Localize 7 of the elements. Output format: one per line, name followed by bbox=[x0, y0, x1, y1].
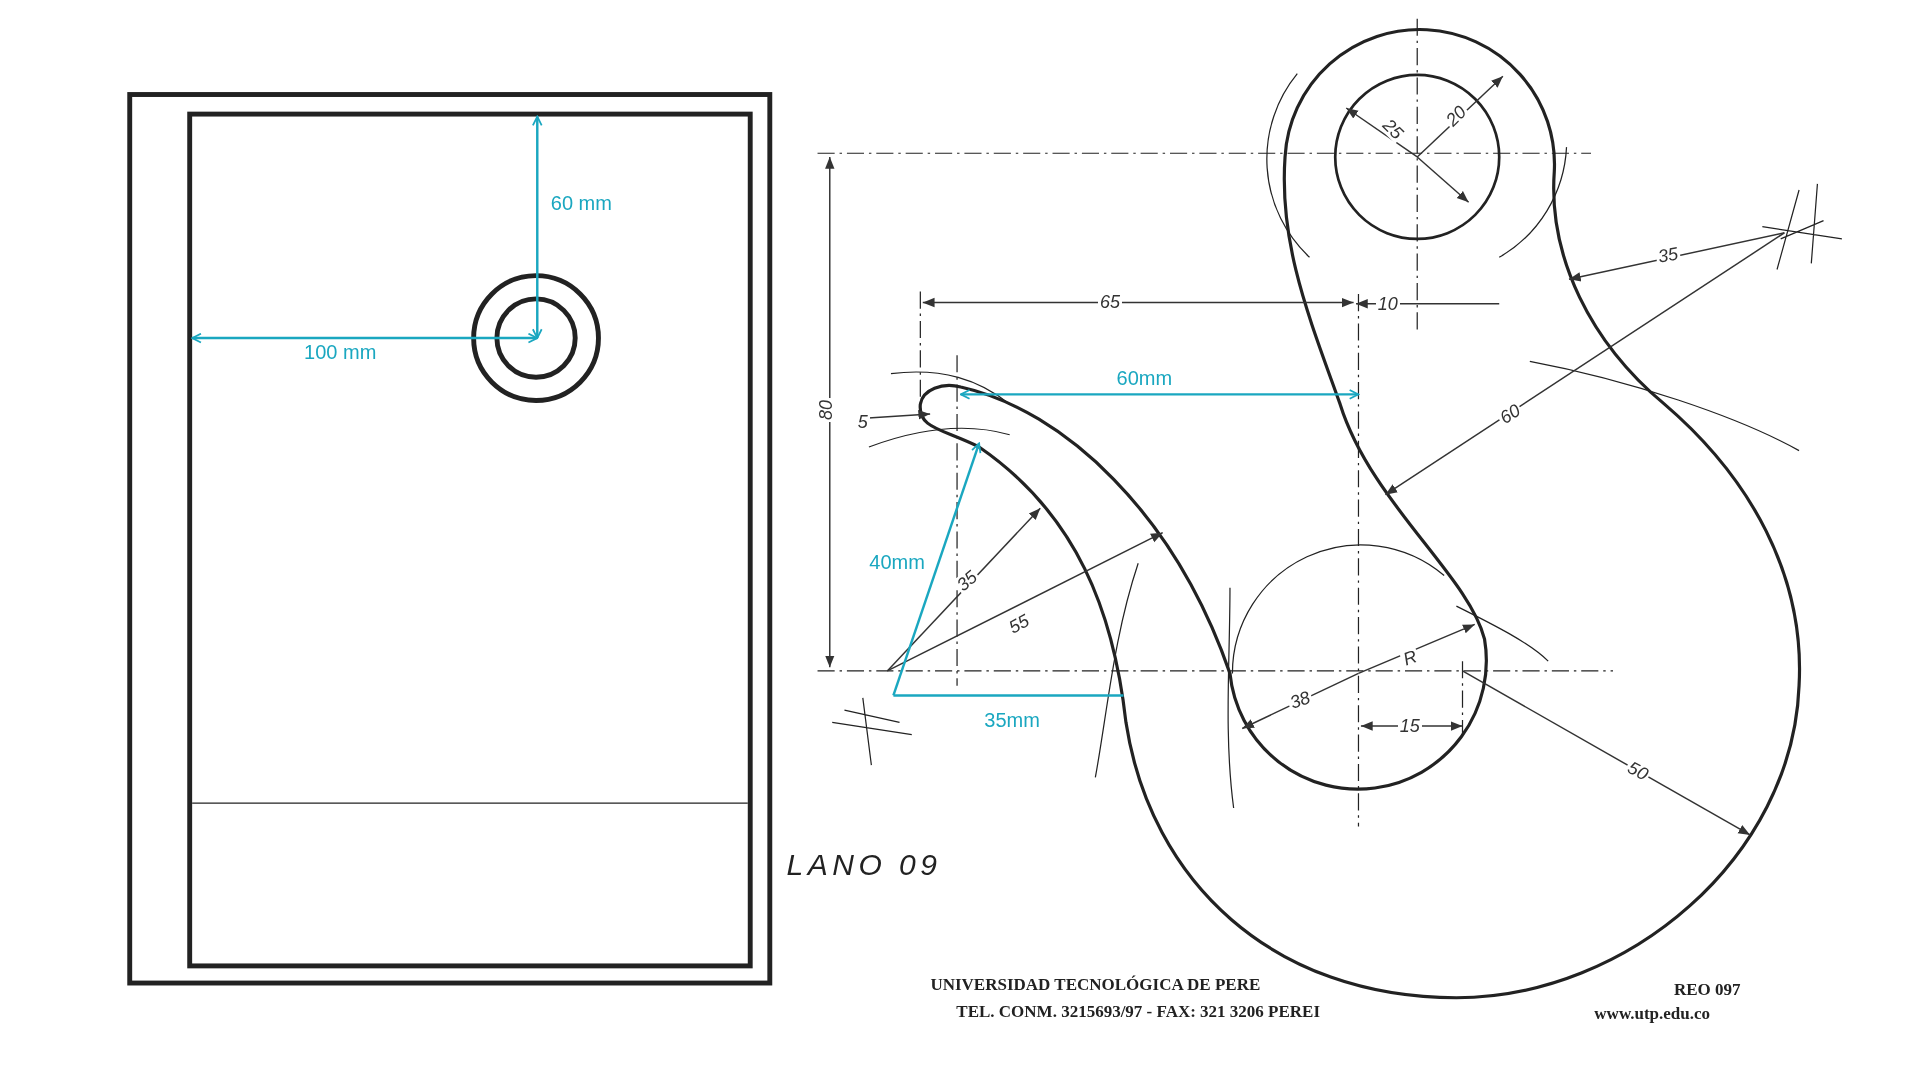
dimension-label: 15 bbox=[1397, 716, 1422, 735]
footer-text: UNIVERSIDAD TECNOLÓGICA DE PERE bbox=[930, 975, 1261, 993]
drawing-number: LANO 09 bbox=[786, 850, 942, 881]
footer-text: TEL. CONM. 3215693/97 - FAX: 321 3206 PEREI bbox=[956, 1002, 1321, 1020]
dimension-label: 10 bbox=[1375, 294, 1400, 313]
footer-text: REO 097 bbox=[1673, 980, 1741, 998]
footer-text: www.utp.edu.co bbox=[1594, 1004, 1711, 1022]
